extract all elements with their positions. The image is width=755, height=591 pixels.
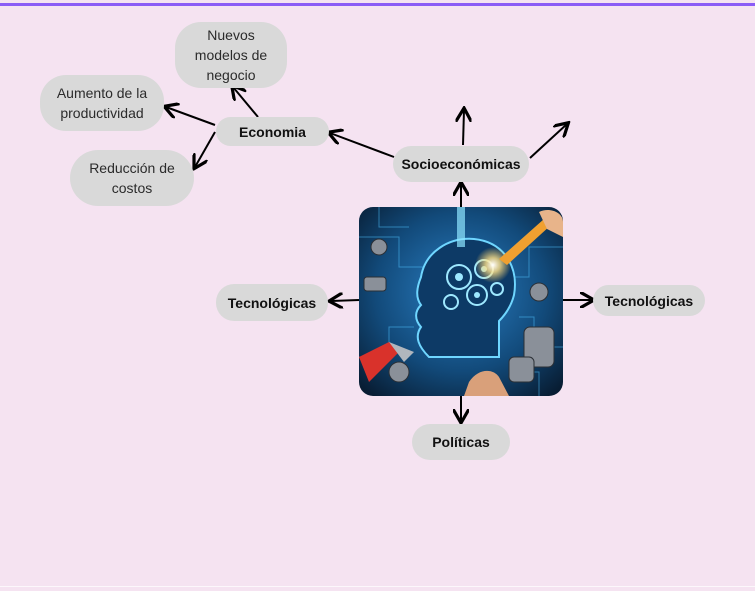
node-aumento-productividad[interactable]: Aumento de la productividad [40,75,164,131]
node-politicas[interactable]: Políticas [412,424,510,460]
node-label: Políticas [432,434,490,450]
ai-brain-circuit-icon [359,207,563,396]
node-label: Socioeconómicas [401,156,521,172]
node-tecnologicas-right[interactable]: Tecnológicas [593,285,705,316]
node-label: Nuevos modelos de negocio [194,27,268,83]
arrow-to-economia [330,133,395,158]
node-nuevos-modelos[interactable]: Nuevos modelos de negocio [175,22,287,88]
node-label: Tecnológicas [604,292,694,309]
arrow-to-tecnologicas-left [331,300,360,301]
arrow-to-nuevos-modelos [233,87,259,118]
node-label: Aumento de la productividad [56,85,148,121]
node-tecnologicas-left[interactable]: Tecnológicas [216,284,328,321]
bottom-border [0,586,755,587]
node-reduccion-costos[interactable]: Reducción de costos [70,150,194,206]
node-economia[interactable]: Economia [216,117,329,146]
node-label: Tecnológicas [227,294,317,311]
arrow-upright-empty [529,124,567,159]
node-socioeconomicas[interactable]: Socioeconómicas [393,146,529,182]
arrow-to-reduccion [195,131,216,167]
node-label: Economia [239,123,306,140]
central-ai-brain-image[interactable] [359,207,563,396]
top-border [0,3,755,6]
arrow-to-productividad [166,107,216,126]
node-label: Reducción de costos [89,160,175,196]
arrow-up-empty [463,110,464,146]
